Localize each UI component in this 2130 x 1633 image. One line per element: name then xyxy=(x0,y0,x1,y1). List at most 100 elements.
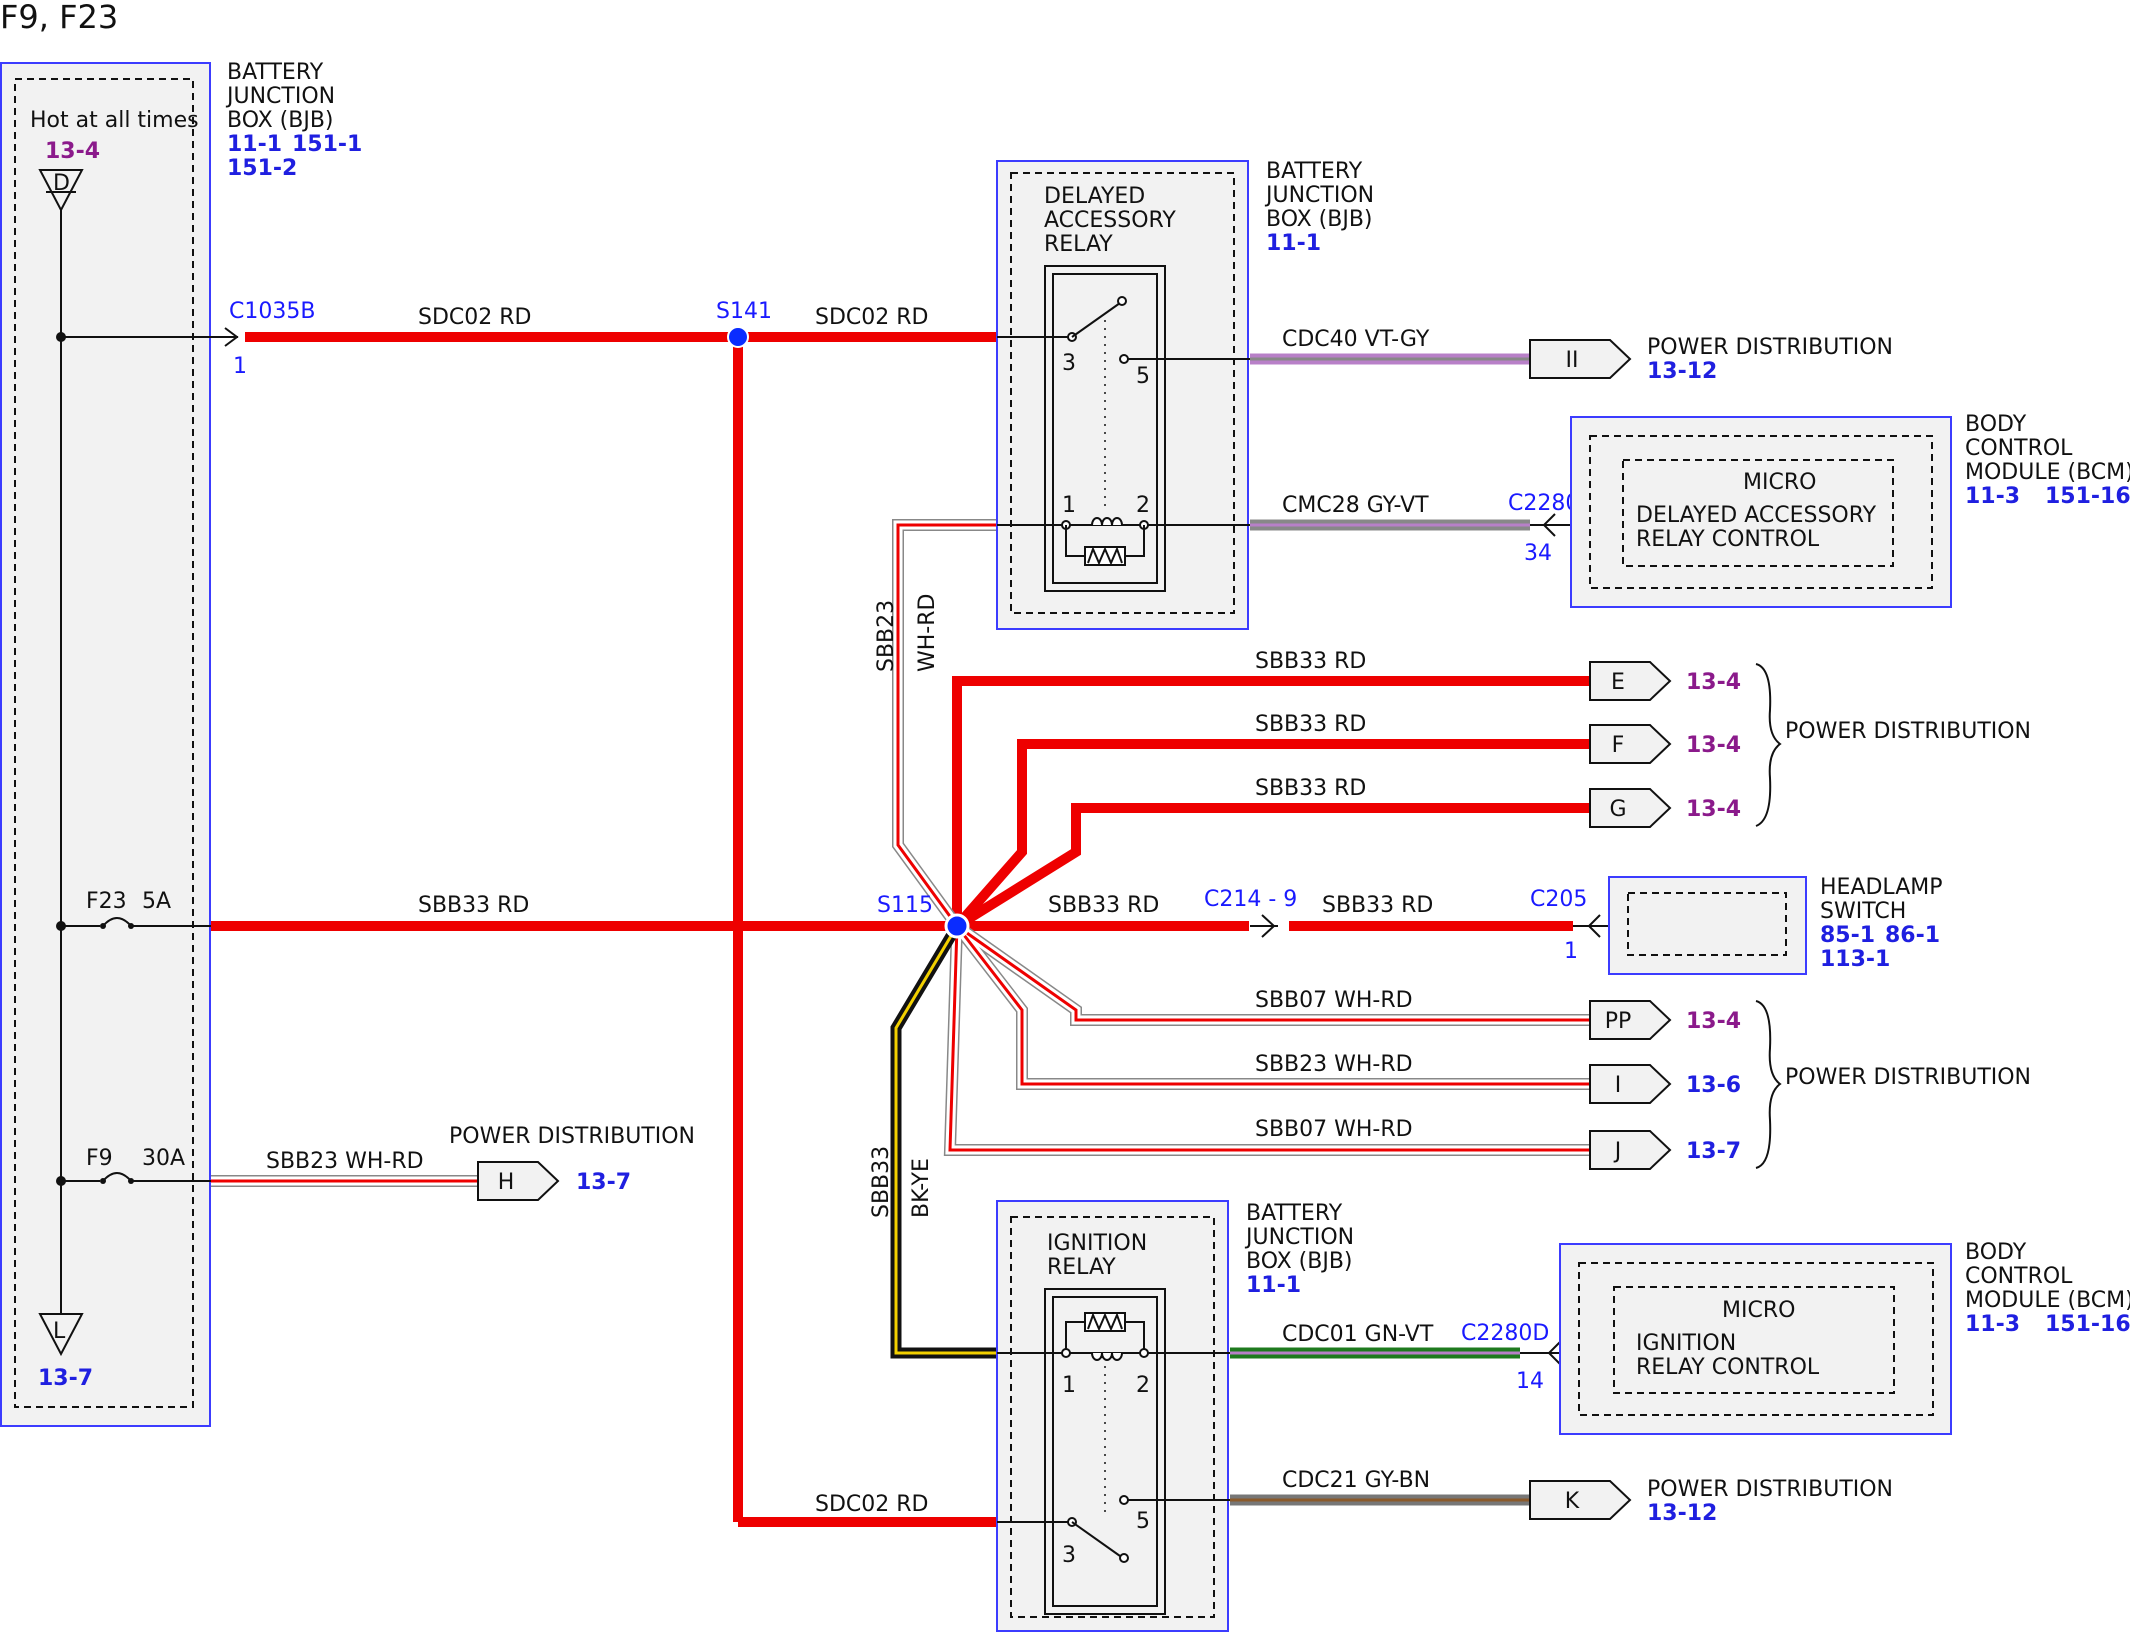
fuse-f9-rating: 30A xyxy=(142,1146,185,1171)
ignition-pin2: 2 xyxy=(1136,1373,1150,1398)
bcm-top-name-3: MODULE (BCM) xyxy=(1965,460,2130,485)
flag-e xyxy=(1589,661,1672,701)
ignition-pin5: 5 xyxy=(1136,1509,1150,1534)
s115-label: S115 xyxy=(877,893,933,918)
bcm-bottom-ref-1: 11-3 xyxy=(1965,1312,2020,1337)
dest-f-ref: 13-4 xyxy=(1686,733,1741,758)
bjb-left-name-3: BOX (BJB) xyxy=(227,108,334,133)
dest-i-ref: 13-6 xyxy=(1686,1073,1741,1098)
wire-sbb23-h: SBB23 WH-RD xyxy=(266,1149,424,1174)
flag-e-label: E xyxy=(1611,670,1625,695)
flag-k xyxy=(1529,1480,1632,1520)
flag-ii-label: II xyxy=(1566,348,1579,373)
dest-efg-name: POWER DISTRIBUTION xyxy=(1785,719,2031,744)
c1035b-pin: 1 xyxy=(233,354,247,379)
delayed-bjb-ref: 11-1 xyxy=(1266,231,1321,256)
bcm-bottom-ref-2: 151-16 xyxy=(2045,1312,2130,1337)
wire-sdc02-a: SDC02 RD xyxy=(418,305,531,330)
bcm-bottom-name-2: CONTROL xyxy=(1965,1264,2073,1289)
wire-sbb33-c205: SBB33 RD xyxy=(1322,893,1433,918)
headlamp-name-2: SWITCH xyxy=(1820,899,1906,924)
terminal-l-label: L xyxy=(53,1319,66,1344)
flag-ii xyxy=(1529,339,1632,379)
dest-g-ref: 13-4 xyxy=(1686,797,1741,822)
bcm-top-name-2: CONTROL xyxy=(1965,436,2073,461)
wire-sbb33-e: SBB33 RD xyxy=(1255,649,1366,674)
bjb-left-box xyxy=(0,62,211,1427)
dest-h-ref: 13-7 xyxy=(576,1170,631,1195)
headlamp-ref-2: 86-1 xyxy=(1885,923,1940,948)
c205-pin: 1 xyxy=(1564,939,1578,964)
delayed-bjb-name-3: BOX (BJB) xyxy=(1266,207,1373,232)
dest-k-ref: 13-12 xyxy=(1647,1501,1717,1526)
wire-sbb07-pp: SBB07 WH-RD xyxy=(1255,988,1413,1013)
ignition-pin3: 3 xyxy=(1062,1543,1076,1568)
brace-efg xyxy=(1755,663,1782,827)
wire-sbb23-vert-b: WH-RD xyxy=(915,594,940,672)
dest-pp-ref: 13-4 xyxy=(1686,1009,1741,1034)
ref-top: 13-4 xyxy=(45,139,100,164)
wire-cdc40: CDC40 VT-GY xyxy=(1282,327,1430,352)
flag-pp-label: PP xyxy=(1605,1009,1632,1034)
c2280a-pin: 34 xyxy=(1524,541,1552,566)
c214-label: C214 - 9 xyxy=(1204,887,1297,912)
terminal-d-label: D xyxy=(53,171,70,196)
bjb-left-ref-2: 151-1 xyxy=(292,132,362,157)
splice-s115 xyxy=(944,913,970,939)
ref-bottom: 13-7 xyxy=(38,1366,93,1391)
flag-g xyxy=(1589,788,1672,828)
wire-sbb33-f: SBB33 RD xyxy=(1255,712,1366,737)
wire-sbb23-vert-a: SBB23 xyxy=(874,600,899,672)
wire-cdc21: CDC21 GY-BN xyxy=(1282,1468,1430,1493)
ignition-bjb-ref: 11-1 xyxy=(1246,1273,1301,1298)
delayed-relay-name-2: ACCESSORY xyxy=(1044,208,1176,233)
ignition-bjb-name-2: JUNCTION xyxy=(1244,1225,1354,1250)
dest-ii-name: POWER DISTRIBUTION xyxy=(1647,335,1893,360)
wire-sdc02-c: SDC02 RD xyxy=(815,1492,928,1517)
wh-rd-wires xyxy=(211,519,1590,1187)
fuse-f23-rating: 5A xyxy=(142,889,171,914)
flag-h-label: H xyxy=(498,1170,515,1195)
delayed-pin1: 1 xyxy=(1062,493,1076,518)
bcm-top-micro: MICRO xyxy=(1743,470,1816,495)
fuse-f9-label: F9 xyxy=(86,1146,113,1171)
dest-e-ref: 13-4 xyxy=(1686,670,1741,695)
ignition-pin1: 1 xyxy=(1062,1373,1076,1398)
ignition-relay-name-1: IGNITION xyxy=(1047,1231,1147,1256)
bjb-left-ref-3: 151-2 xyxy=(227,156,297,181)
splice-s141 xyxy=(727,326,749,348)
bcm-top-name-1: BODY xyxy=(1965,412,2027,437)
bcm-bottom-name-1: BODY xyxy=(1965,1240,2027,1265)
flag-i-label: I xyxy=(1615,1073,1622,1098)
delayed-bjb-name-2: JUNCTION xyxy=(1264,183,1374,208)
headlamp-ref-3: 113-1 xyxy=(1820,947,1890,972)
headlamp-ref-1: 85-1 xyxy=(1820,923,1875,948)
terminal-d xyxy=(38,169,84,213)
bcm-bottom-ctrl-1: IGNITION xyxy=(1636,1331,1736,1356)
delayed-pin5: 5 xyxy=(1136,364,1150,389)
wire-sdc02-b: SDC02 RD xyxy=(815,305,928,330)
flag-f xyxy=(1589,724,1672,764)
hot-label: Hot at all times xyxy=(30,108,199,133)
delayed-pin2: 2 xyxy=(1136,493,1150,518)
flag-j xyxy=(1589,1130,1672,1170)
bcm-bottom-name-3: MODULE (BCM) xyxy=(1965,1288,2130,1313)
flag-pp xyxy=(1589,1000,1672,1040)
wire-cdc01: CDC01 GN-VT xyxy=(1282,1322,1434,1347)
brace-ppij xyxy=(1755,1000,1782,1169)
bjb-left-name-2: JUNCTION xyxy=(225,84,335,109)
c2280d-pin: 14 xyxy=(1516,1369,1544,1394)
c1035b-label: C1035B xyxy=(229,299,315,324)
wire-sbb33-main: SBB33 RD xyxy=(418,893,529,918)
headlamp-name-1: HEADLAMP xyxy=(1820,875,1943,900)
bcm-top-ctrl-1: DELAYED ACCESSORY xyxy=(1636,503,1877,528)
bcm-top-ctrl-2: RELAY CONTROL xyxy=(1636,527,1820,552)
delayed-pin3: 3 xyxy=(1062,351,1076,376)
wire-sbb23-i: SBB23 WH-RD xyxy=(1255,1052,1413,1077)
bcm-bottom-micro: MICRO xyxy=(1722,1298,1795,1323)
flag-h xyxy=(477,1161,560,1201)
bcm-top-box xyxy=(1570,416,1952,608)
ignition-bjb-name-1: BATTERY xyxy=(1246,1201,1343,1226)
diagram-title: F9, F23 xyxy=(0,0,118,36)
